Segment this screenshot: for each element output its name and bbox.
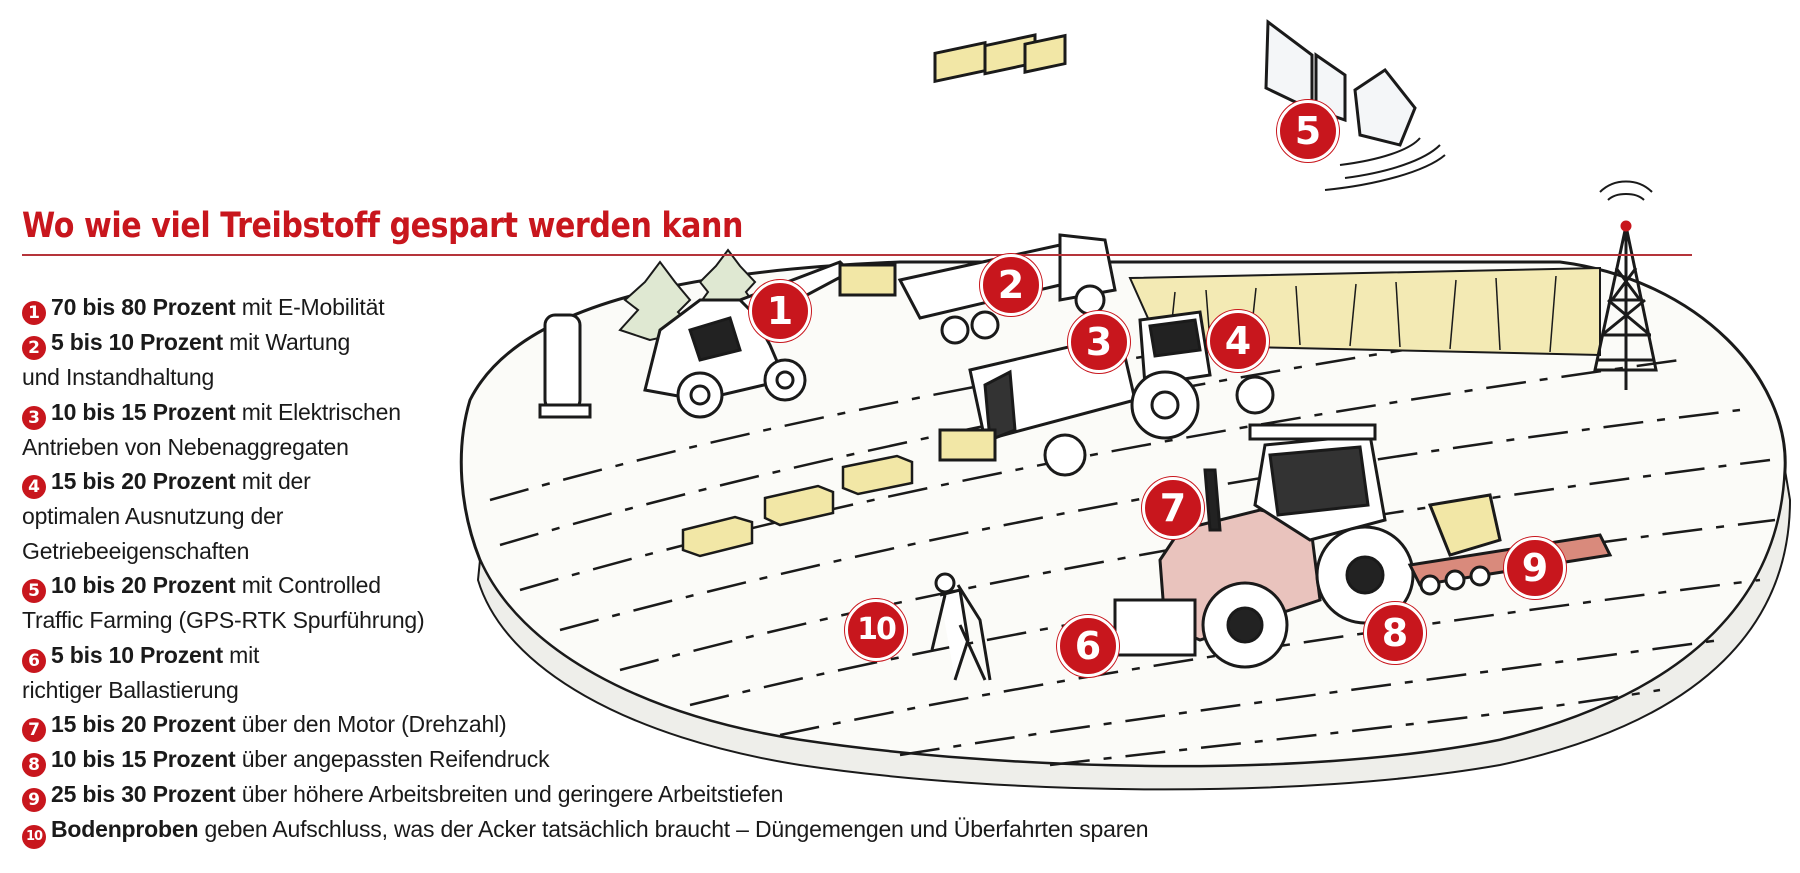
legend-value: 15 bis 20 Prozent bbox=[51, 711, 236, 737]
illustration-badge-5: 5 bbox=[1277, 100, 1339, 162]
legend-text: mit Wartung bbox=[222, 329, 351, 355]
legend-text: über den Motor (Drehzahl) bbox=[235, 711, 507, 737]
illustration-badge-3: 3 bbox=[1068, 311, 1130, 373]
number-badge-icon: 5 bbox=[22, 579, 46, 603]
title-divider bbox=[22, 254, 1692, 256]
legend-text: mit E-Mobilität bbox=[235, 294, 385, 320]
number-badge-icon: 3 bbox=[22, 405, 46, 430]
page-title: Wo wie viel Treibstoff gespart werden ka… bbox=[22, 206, 743, 246]
illustration-badge-2: 2 bbox=[980, 254, 1042, 316]
illustration-badge-6: 6 bbox=[1057, 615, 1119, 677]
legend-item-3-continued: Antrieben von Nebenaggregaten bbox=[22, 433, 349, 460]
number-badge-icon: 6 bbox=[22, 648, 46, 673]
legend-text: mit Elektrischen bbox=[235, 398, 401, 425]
legend-text: mit der bbox=[235, 468, 311, 494]
legend-item-6-continued: richtiger Ballastierung bbox=[22, 676, 239, 703]
number-badge-icon: 8 bbox=[22, 753, 46, 777]
illustration-badge-10: 10 bbox=[845, 599, 907, 661]
number-badge-icon: 4 bbox=[22, 475, 46, 499]
legend-text: geben Aufschluss, was der Acker tatsächl… bbox=[198, 816, 1149, 842]
legend-text: über höhere Arbeitsbreiten und geringere… bbox=[235, 781, 784, 807]
legend-value: 5 bis 10 Prozent bbox=[51, 329, 223, 355]
number-badge-icon: 1 bbox=[22, 301, 46, 325]
legend-value: 10 bis 20 Prozent bbox=[51, 572, 236, 598]
radio-tower-icon bbox=[1593, 180, 1658, 390]
illustration-badge-1: 1 bbox=[749, 280, 811, 342]
legend-value: 10 bis 15 Prozent bbox=[51, 746, 236, 772]
illustration-badge-9: 9 bbox=[1504, 537, 1566, 599]
legend-item-4-continued: optimalen Ausnutzung der bbox=[22, 503, 284, 529]
legend-value: 15 bis 20 Prozent bbox=[51, 468, 236, 494]
number-badge-icon: 10 bbox=[22, 825, 46, 849]
number-badge-icon: 9 bbox=[22, 788, 46, 812]
legend-text: mit bbox=[222, 641, 260, 668]
illustration-badge-8: 8 bbox=[1364, 602, 1426, 664]
legend-value: Bodenproben bbox=[51, 816, 199, 842]
legend-item-5-continued: Traffic Farming (GPS-RTK Spurführung) bbox=[22, 607, 425, 633]
legend-value: 70 bis 80 Prozent bbox=[51, 294, 236, 320]
legend-value: 5 bis 10 Prozent bbox=[51, 641, 223, 668]
legend-text: über angepassten Reifendruck bbox=[235, 746, 550, 772]
legend-item-2-continued: und Instandhaltung bbox=[22, 364, 215, 390]
legend-value: 10 bis 15 Prozent bbox=[51, 398, 236, 425]
legend-text: mit Controlled bbox=[235, 572, 381, 598]
number-badge-icon: 7 bbox=[22, 718, 46, 742]
number-badge-icon: 2 bbox=[22, 336, 46, 360]
legend-item-4-continued: Getriebeeigenschaften bbox=[22, 537, 250, 564]
illustration-badge-4: 4 bbox=[1207, 310, 1269, 372]
legend-value: 25 bis 30 Prozent bbox=[51, 781, 236, 807]
illustration-badge-7: 7 bbox=[1142, 477, 1204, 539]
